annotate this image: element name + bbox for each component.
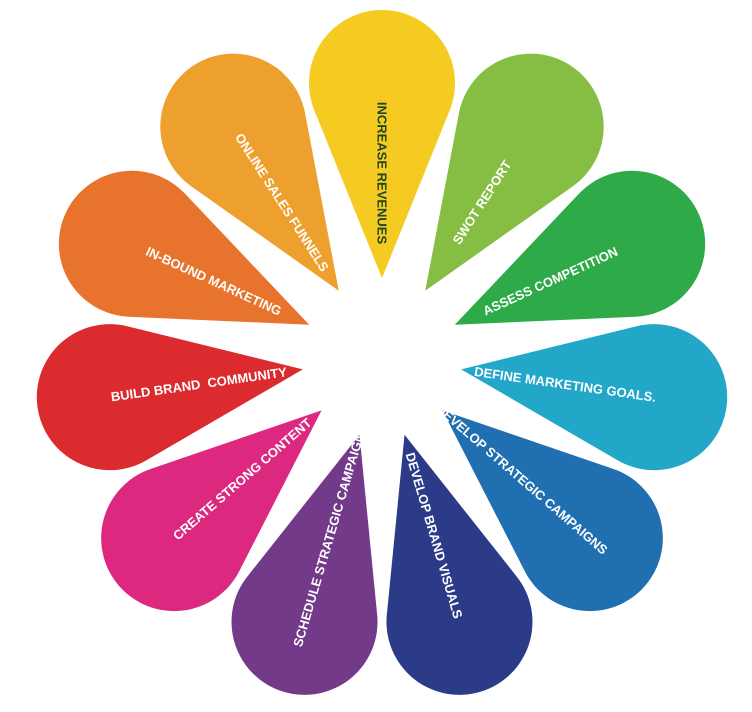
petal-develop-strategic-campaigns bbox=[442, 410, 663, 612]
petal-assess-competition bbox=[454, 170, 706, 325]
petal-schedule-strategic-campaigns bbox=[231, 434, 378, 695]
petal-swot-report bbox=[425, 53, 604, 291]
petal-online-sales-funnels bbox=[160, 53, 339, 291]
petal-create-strong-content bbox=[101, 410, 322, 612]
petal-develop-brand-visuals bbox=[386, 434, 533, 695]
petals-group bbox=[36, 9, 728, 695]
petal-define-marketing-goals bbox=[461, 324, 728, 471]
petal-build-brand-community bbox=[36, 324, 303, 471]
petal-increase-revenues bbox=[309, 9, 455, 278]
petal-in-bound-marketing bbox=[58, 170, 310, 325]
petal-label-increase-revenues: INCREASE REVENUES bbox=[375, 102, 390, 245]
